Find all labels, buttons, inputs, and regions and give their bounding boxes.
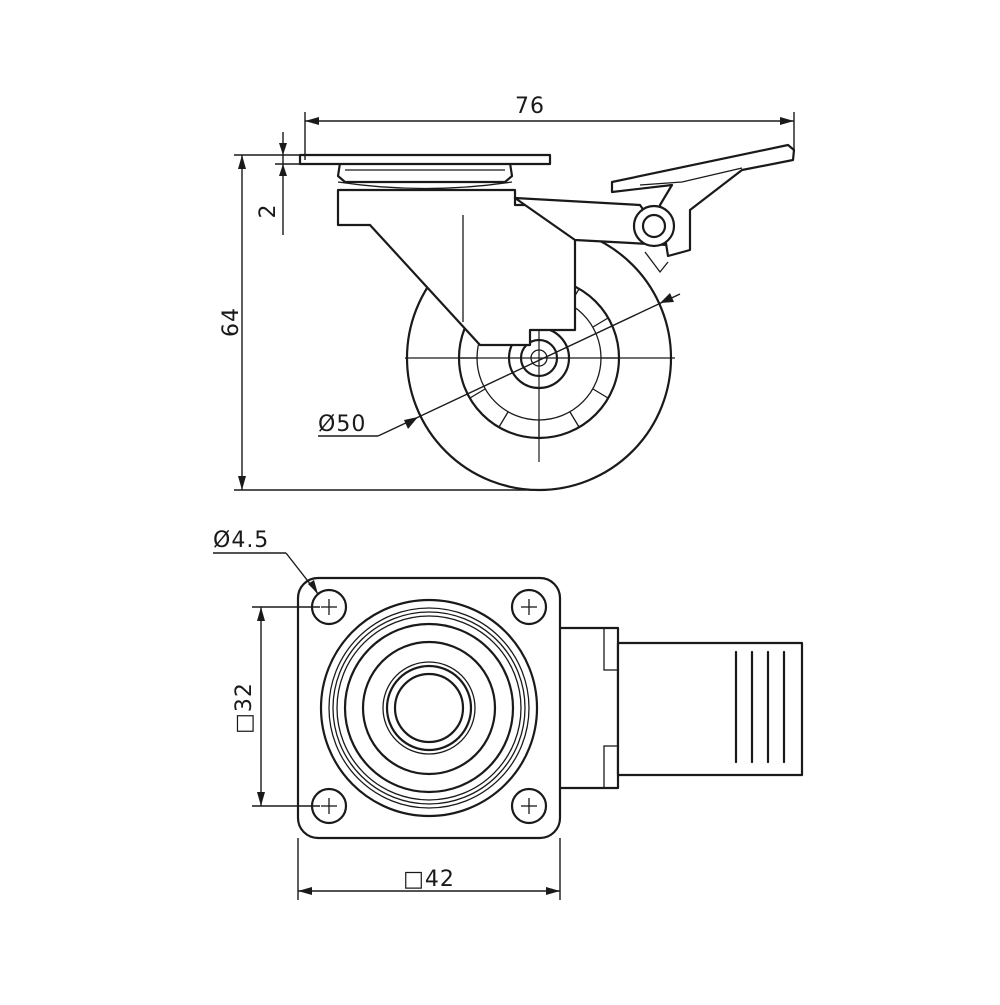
ring-2	[328, 607, 530, 809]
ring-outer	[319, 598, 539, 818]
ring-6	[361, 640, 497, 776]
center-hole	[393, 672, 465, 744]
swivel-bearing	[336, 161, 514, 184]
brake-pedal-top	[616, 641, 804, 777]
bearing-race	[337, 181, 513, 190]
dim-label-bolt-hole: Ø4.5	[213, 528, 269, 553]
dim-label-bolt-spacing: □32	[232, 682, 257, 734]
brake-housing	[556, 626, 620, 790]
pedal-grip-ribs	[734, 650, 786, 764]
ring-8	[385, 664, 473, 752]
ring-5	[343, 622, 515, 794]
dim-plate-thickness: 2	[256, 132, 300, 235]
dim-bolt-hole: Ø4.5	[213, 528, 319, 595]
side-view: 76 64 2 Ø50	[219, 94, 796, 492]
dim-label-plate-size: □42	[403, 867, 455, 892]
top-plate	[298, 153, 552, 166]
dim-label-64: 64	[219, 307, 244, 337]
brake-pedal-edge	[639, 167, 743, 186]
top-view: Ø4.5 □32 □42	[213, 528, 804, 900]
brake-pedal	[610, 143, 796, 258]
brake-pivot-outer	[632, 204, 676, 248]
brake-pivot-inner	[641, 213, 667, 239]
dim-overall-height: 64	[219, 154, 539, 491]
fork-bracket	[336, 188, 577, 347]
ring-7	[382, 661, 476, 755]
dim-overall-width: 76	[304, 94, 795, 160]
dim-plate-size: □42	[297, 838, 561, 900]
brake-spring	[644, 251, 669, 274]
dim-bolt-spacing: □32	[232, 606, 320, 807]
ring-3	[332, 611, 526, 805]
dim-label-2: 2	[256, 204, 281, 219]
bolt-hole-top-right	[510, 588, 548, 626]
bolt-holes	[310, 588, 548, 825]
dim-label-wheel-diameter: Ø50	[318, 412, 366, 437]
bolt-hole-bottom-right	[510, 787, 548, 825]
ring-4	[336, 615, 522, 801]
dim-label-76: 76	[515, 94, 545, 119]
dim-wheel-diameter: Ø50	[318, 293, 681, 437]
